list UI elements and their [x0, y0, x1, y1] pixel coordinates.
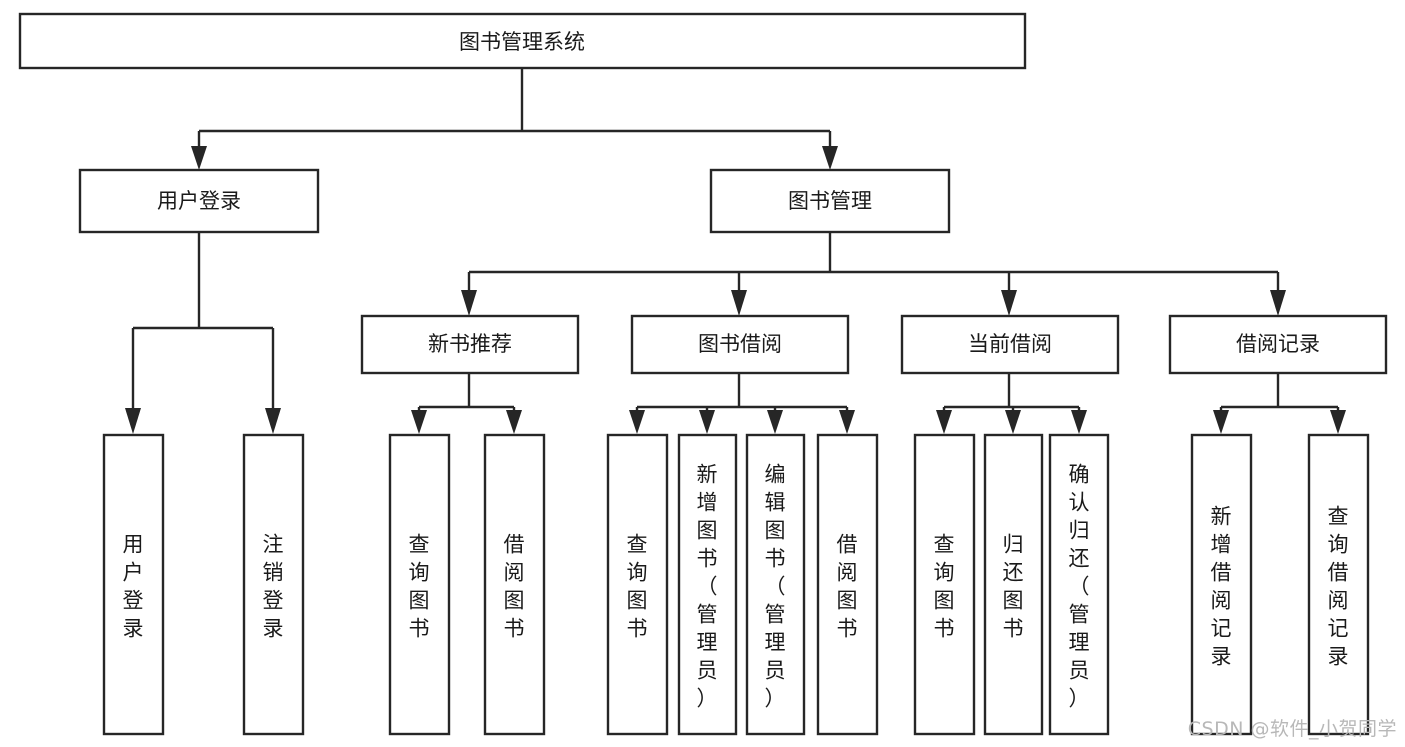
arrow-to-leaf-borrow-book-b	[839, 410, 855, 434]
leaf-edit-book-admin[interactable]: 编辑图书（管理员）	[745, 433, 806, 736]
leaf-query-borrow-record-label: 查询借阅记录	[1328, 504, 1349, 668]
arrow-to-leaf-add-book	[699, 410, 715, 434]
leaf-logout-label: 注销登录	[263, 532, 284, 640]
borrow-record-label: 借阅记录	[1236, 332, 1320, 356]
arrow-to-book-borrow	[731, 290, 747, 316]
leaf-add-borrow-record-box	[1190, 433, 1253, 736]
leaf-query-book-borrow-box	[606, 433, 669, 736]
leaf-user-login-box	[102, 433, 165, 736]
book-management-label: 图书管理	[788, 189, 872, 213]
node-user-login[interactable]: 用户登录	[78, 168, 320, 234]
leaf-borrow-book-recommend[interactable]: 借阅图书	[483, 433, 546, 736]
node-new-book-recommend[interactable]: 新书推荐	[360, 314, 580, 375]
arrow-to-current-borrow	[1001, 290, 1017, 316]
book-borrow-label: 图书借阅	[698, 332, 782, 356]
leaf-confirm-return-admin[interactable]: 确认归还（管理员）	[1048, 433, 1110, 736]
leaf-add-book-admin[interactable]: 新增图书（管理员）	[677, 433, 738, 736]
user-login-label: 用户登录	[157, 189, 241, 213]
leaf-query-book-recommend-label: 查询图书	[409, 532, 430, 640]
leaf-query-book-recommend-box	[388, 433, 451, 736]
leaf-query-book-borrow[interactable]: 查询图书	[606, 433, 669, 736]
arrow-to-leaf-return-book	[1005, 410, 1021, 434]
leaf-add-book-admin-box	[677, 433, 738, 736]
leaf-confirm-return-admin-box	[1048, 433, 1110, 736]
user-login-box	[78, 168, 320, 234]
arrow-to-leaf-borrow-book-a	[506, 410, 522, 434]
leaf-edit-book-admin-label: 编辑图书（管理员）	[765, 462, 786, 710]
leaf-query-book-current-label: 查询图书	[934, 532, 955, 640]
arrow-to-new-book-recommend	[461, 290, 477, 316]
leaf-add-book-admin-label: 新增图书（管理员）	[697, 462, 718, 710]
leaf-edit-book-admin-box	[745, 433, 806, 736]
current-borrow-box	[900, 314, 1120, 375]
leaf-borrow-book-recommend-box	[483, 433, 546, 736]
node-current-borrow[interactable]: 当前借阅	[900, 314, 1120, 375]
arrow-to-leaf-query-book-c	[936, 410, 952, 434]
new-book-recommend-label: 新书推荐	[428, 332, 512, 356]
current-borrow-label: 当前借阅	[968, 332, 1052, 356]
leaf-confirm-return-admin-label: 确认归还（管理员）	[1069, 462, 1090, 710]
leaf-add-borrow-record[interactable]: 新增借阅记录	[1190, 433, 1253, 736]
leaf-borrow-book-recommend-label: 借阅图书	[504, 532, 525, 640]
csdn-watermark: CSDN @软件_小贺同学	[1187, 718, 1397, 740]
arrow-to-leaf-confirm-return	[1071, 410, 1087, 434]
node-book-management[interactable]: 图书管理	[709, 168, 951, 234]
leaf-add-borrow-record-label: 新增借阅记录	[1211, 504, 1232, 668]
leaf-query-borrow-record-box	[1307, 433, 1370, 736]
root-box	[18, 12, 1027, 70]
leaf-return-book[interactable]: 归还图书	[983, 433, 1044, 736]
arrow-to-leaf-query-book-b	[629, 410, 645, 434]
leaf-borrow-book-borrow[interactable]: 借阅图书	[816, 433, 879, 736]
book-borrow-box	[630, 314, 850, 375]
leaf-return-book-box	[983, 433, 1044, 736]
node-book-borrow[interactable]: 图书借阅	[630, 314, 850, 375]
leaf-user-login-label: 用户登录	[123, 532, 144, 640]
leaf-query-book-recommend[interactable]: 查询图书	[388, 433, 451, 736]
edges-layer	[125, 68, 1346, 434]
arrow-to-borrow-record	[1270, 290, 1286, 316]
node-root-book-management-system[interactable]: 图书管理系统	[18, 12, 1027, 70]
arrow-to-book-manage	[822, 146, 838, 170]
leaf-user-login[interactable]: 用户登录	[102, 433, 165, 736]
new-book-recommend-box	[360, 314, 580, 375]
arrow-to-leaf-logout	[265, 408, 281, 434]
arrow-to-leaf-add-record	[1213, 410, 1229, 434]
leaf-borrow-book-borrow-box	[816, 433, 879, 736]
leaf-return-book-label: 归还图书	[1003, 532, 1024, 640]
leaf-logout[interactable]: 注销登录	[242, 433, 305, 736]
leaf-query-book-current-box	[913, 433, 976, 736]
leaf-borrow-book-borrow-label: 借阅图书	[837, 532, 858, 640]
leaf-logout-box	[242, 433, 305, 736]
arrow-to-leaf-edit-book	[767, 410, 783, 434]
node-borrow-record[interactable]: 借阅记录	[1168, 314, 1388, 375]
root-label: 图书管理系统	[459, 30, 585, 54]
arrow-to-leaf-user-login	[125, 408, 141, 434]
leaf-query-book-borrow-label: 查询图书	[627, 532, 648, 640]
borrow-record-box	[1168, 314, 1388, 375]
arrow-to-user-login	[191, 146, 207, 170]
leaf-query-borrow-record[interactable]: 查询借阅记录	[1307, 433, 1370, 736]
leaf-query-book-current[interactable]: 查询图书	[913, 433, 976, 736]
arrow-to-leaf-query-book-a	[411, 410, 427, 434]
book-management-box	[709, 168, 951, 234]
arrow-to-leaf-query-record	[1330, 410, 1346, 434]
